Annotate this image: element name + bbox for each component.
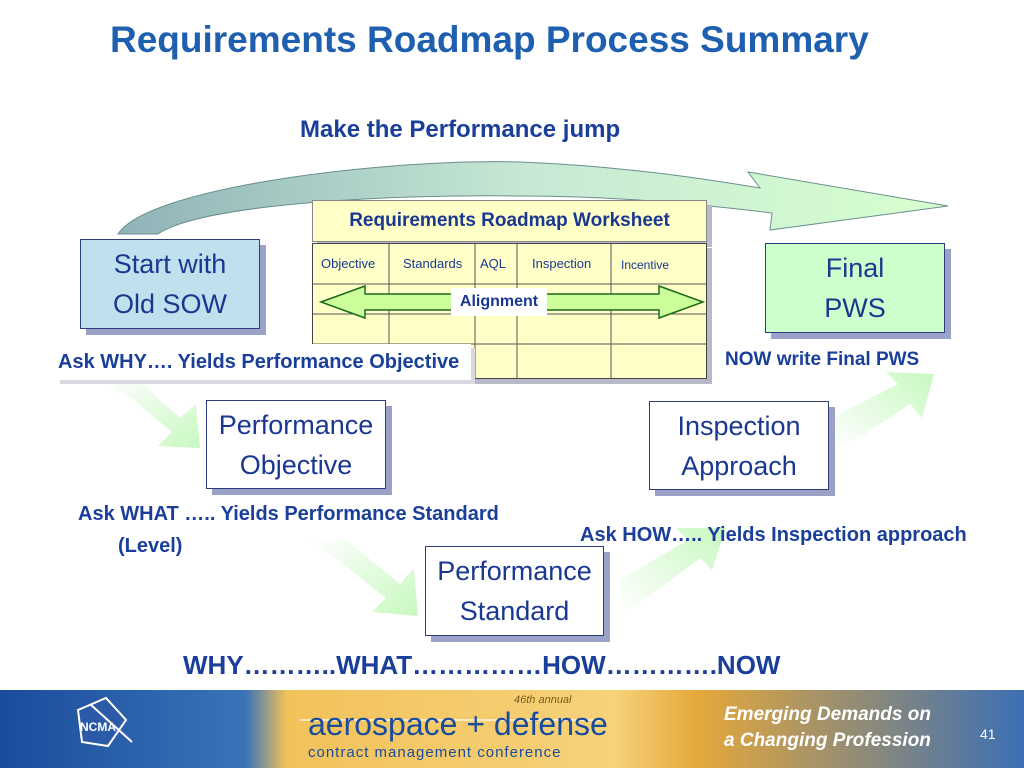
ncma-logo-text: NCMA (80, 720, 116, 734)
what-caption-level: (Level) (118, 535, 183, 557)
arrow-inspection-to-final (832, 372, 934, 448)
jump-arc-arrow (117, 161, 949, 235)
tagline-line1: Emerging Demands on (724, 704, 931, 725)
final-pws-box: Final PWS (765, 243, 945, 333)
why-caption: Ask WHY…. Yields Performance Objective (56, 344, 472, 380)
worksheet-title: Requirements Roadmap Worksheet (312, 200, 707, 242)
performance-objective-box: Performance Objective (206, 400, 386, 489)
column-header-standards: Standards (403, 256, 463, 271)
page-number: 41 (980, 726, 996, 742)
slide-title: Requirements Roadmap Process Summary (110, 19, 869, 60)
conference-subtitle: contract management conference (308, 744, 562, 761)
flow-arrows-layer (100, 161, 949, 616)
now-caption: NOW write Final PWS (725, 349, 920, 370)
what-caption: Ask WHAT ….. Yields Performance Standard (78, 503, 499, 525)
footer-banner: NCMA 46th annual aerospace + defense con… (0, 690, 1024, 768)
sequence-caption: WHY………..WHAT……………HOW………….NOW (183, 650, 781, 680)
conference-annual: 46th annual (514, 694, 572, 706)
conference-name: aerospace + defense (308, 706, 608, 742)
column-header-incentive: Incentive (621, 258, 670, 272)
alignment-label: Alignment (451, 288, 547, 316)
worksheet-grid: Objective Standards AQL Inspection Incen… (312, 243, 707, 379)
arrow-objective-to-standard (308, 540, 418, 616)
inspection-approach-box: Inspection Approach (649, 401, 829, 490)
arrow-start-to-objective (100, 382, 200, 448)
jump-label: Make the Performance jump (300, 116, 621, 143)
column-header-objective: Objective (321, 256, 376, 271)
arrow-standard-to-inspection (620, 528, 726, 612)
start-old-sow-box: Start with Old SOW (80, 239, 260, 329)
ncma-logo-icon (76, 696, 133, 748)
column-header-inspection: Inspection (532, 256, 592, 271)
how-caption: Ask HOW….. Yields Inspection approach (580, 524, 967, 546)
column-header-aql: AQL (480, 256, 507, 271)
tagline-line2: a Changing Profession (724, 730, 931, 751)
footer-background (0, 690, 1024, 768)
performance-standard-box: Performance Standard (425, 546, 604, 636)
